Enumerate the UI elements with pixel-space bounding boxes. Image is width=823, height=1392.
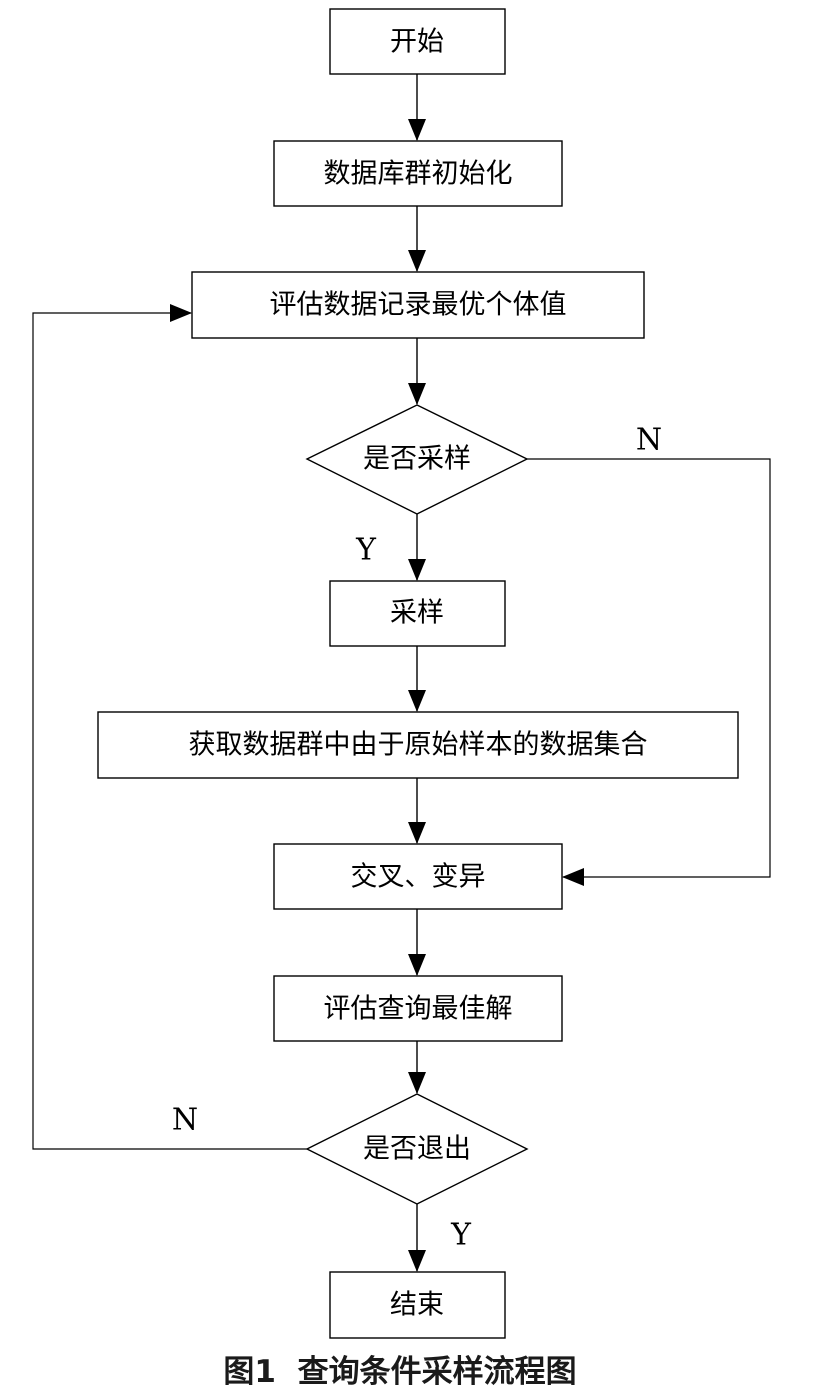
edge-exit-decision-no: [32, 304, 307, 1150]
obtain-set-node-label: 获取数据群中由于原始样本的数据集合: [189, 730, 648, 761]
evaluate-record-node-label: 评估数据记录最优个体值: [270, 290, 567, 321]
exit-yes-label: Y: [450, 1218, 472, 1253]
end-node: 结束: [329, 1271, 506, 1339]
db-init-node: 数据库群初始化: [273, 140, 563, 207]
sample-decision-node: 是否采样: [305, 404, 529, 515]
sample-yes-label: Y: [355, 533, 377, 568]
crossover-mutation-node: 交叉、变异: [273, 843, 563, 910]
db-init-node-label: 数据库群初始化: [324, 159, 513, 190]
start-node: 开始: [329, 8, 506, 75]
sample-decision-node-label: 是否采样: [363, 444, 471, 475]
sample-node-label: 采样: [390, 598, 444, 629]
exit-decision-node-label: 是否退出: [363, 1134, 471, 1165]
evaluate-query-node-label: 评估查询最佳解: [324, 994, 513, 1025]
evaluate-record-node: 评估数据记录最优个体值: [191, 271, 645, 339]
obtain-set-node: 获取数据群中由于原始样本的数据集合: [97, 711, 739, 779]
sample-no-label: N: [636, 423, 662, 458]
crossover-mutation-node-label: 交叉、变异: [351, 862, 486, 893]
start-node-label: 开始: [390, 27, 444, 58]
sample-node: 采样: [329, 580, 506, 647]
evaluate-query-node: 评估查询最佳解: [273, 975, 563, 1042]
edge-sample-decision-no: [527, 458, 771, 886]
exit-no-label: N: [172, 1103, 198, 1138]
end-node-label: 结束: [390, 1290, 444, 1321]
exit-decision-node: 是否退出: [305, 1093, 529, 1205]
figure-caption: 图1 查询条件采样流程图: [223, 1354, 576, 1390]
